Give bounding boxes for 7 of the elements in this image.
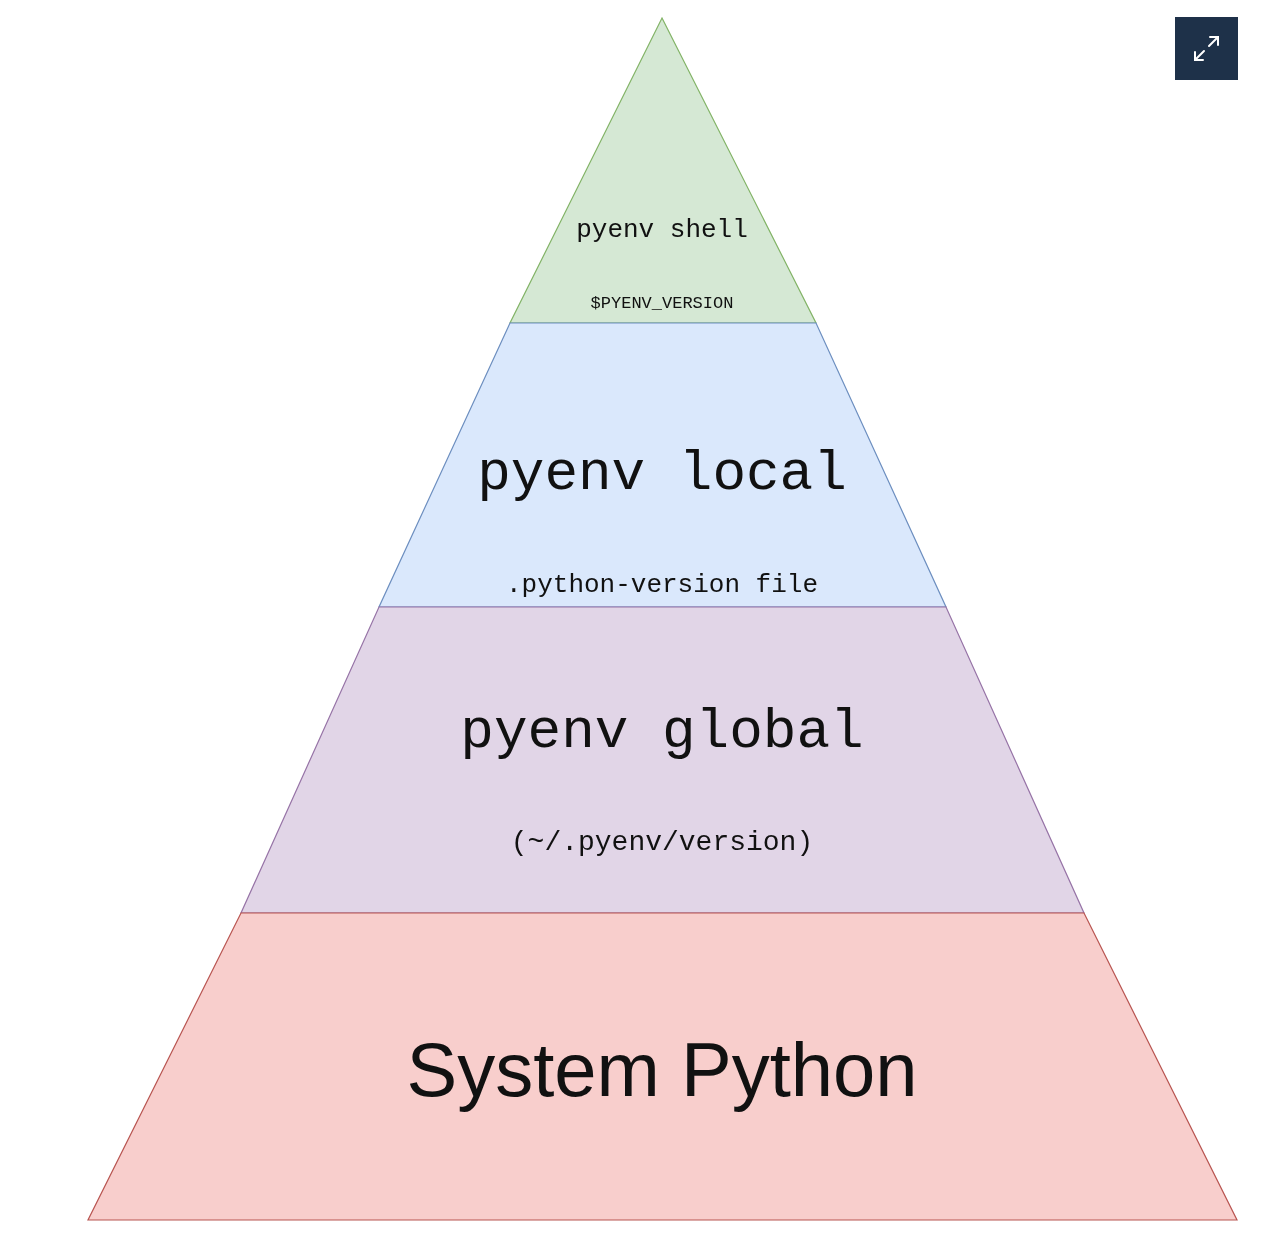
- tier-title: System Python: [406, 1028, 918, 1112]
- tier-subtitle: $PYENV_VERSION: [590, 294, 734, 314]
- tier-title: pyenv global: [460, 702, 864, 764]
- tier-title: pyenv shell: [576, 215, 748, 245]
- tier-subtitle: (~/.pyenv/version): [510, 827, 814, 859]
- tier-title: pyenv local: [477, 444, 847, 506]
- tier-subtitle: .python-version file: [505, 570, 819, 600]
